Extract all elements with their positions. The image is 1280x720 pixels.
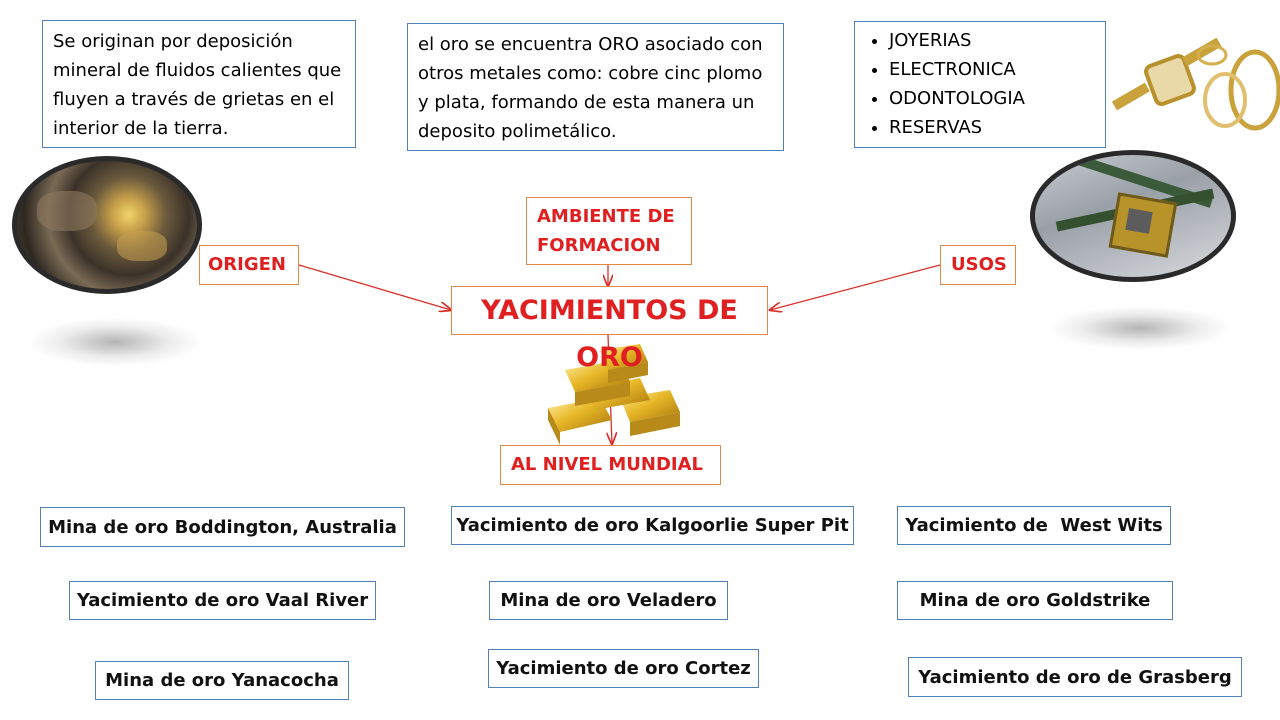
arrow-usos [770, 264, 941, 310]
mine-vaal-river: Yacimiento de oro Vaal River [69, 581, 376, 620]
arrow-origen [298, 264, 451, 310]
label-origen: ORIGEN [199, 245, 299, 285]
label-ambiente: AMBIENTE DE FORMACION [526, 197, 692, 265]
usos-item-joyerias: JOYERIAS [889, 26, 1099, 55]
usos-item-reservas: RESERVAS [889, 113, 1099, 142]
usos-list: JOYERIAS ELECTRONICA ODONTOLOGIA RESERVA… [861, 26, 1099, 142]
center-title: YACIMIENTOS DE ORO [451, 286, 768, 373]
mine-kalgoorlie: Yacimiento de oro Kalgoorlie Super Pit [451, 506, 854, 545]
mine-yanacocha: Mina de oro Yanacocha [95, 661, 349, 700]
mine-goldstrike: Mina de oro Goldstrike [897, 581, 1173, 620]
label-al-nivel-mundial: AL NIVEL MUNDIAL [500, 445, 721, 485]
ambiente-description: el oro se encuentra ORO asociado con otr… [407, 23, 784, 151]
mine-grasberg: Yacimiento de oro de Grasberg [908, 657, 1242, 697]
label-usos: USOS [940, 245, 1016, 285]
gold-ore-rock-photo [12, 156, 202, 294]
mine-boddington: Mina de oro Boddington, Australia [40, 507, 405, 547]
ore-photo-shadow [30, 318, 200, 366]
usos-item-odontologia: ODONTOLOGIA [889, 84, 1099, 113]
mine-veladero: Mina de oro Veladero [489, 581, 728, 620]
mine-west-wits: Yacimiento de West Wits [897, 506, 1171, 545]
usos-list-box: JOYERIAS ELECTRONICA ODONTOLOGIA RESERVA… [854, 21, 1106, 148]
chip-photo-shadow [1050, 306, 1230, 350]
mine-cortez: Yacimiento de oro Cortez [488, 649, 759, 688]
origen-description: Se originan por deposición mineral de fl… [42, 20, 356, 148]
computer-chip-photo [1030, 150, 1236, 282]
usos-item-electronica: ELECTRONICA [889, 55, 1099, 84]
